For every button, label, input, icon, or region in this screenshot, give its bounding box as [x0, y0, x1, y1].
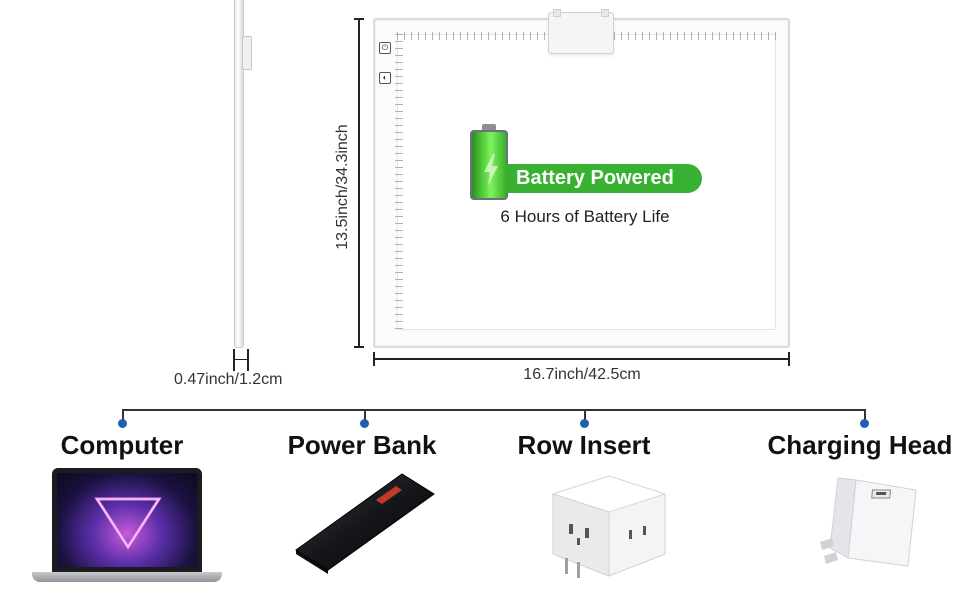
battery-life-text: 6 Hours of Battery Life: [500, 207, 670, 226]
battery-icon: [470, 124, 508, 200]
source-label-computer: Computer: [60, 430, 184, 460]
power-bank-icon: [295, 473, 435, 574]
connector-dot: [360, 419, 369, 428]
source-label-power-bank: Power Bank: [287, 430, 437, 460]
side-profile-view: [234, 0, 252, 348]
brightness-button-icon: ◐: [379, 72, 391, 84]
width-dimension-marker: [373, 352, 790, 366]
paper-clip: [548, 9, 614, 54]
source-label-charging-head: Charging Head: [767, 430, 953, 460]
battery-powered-badge: Battery Powered: [506, 164, 702, 193]
height-dimension-marker: [354, 18, 364, 348]
width-label: 16.7inch/42.5cm: [523, 366, 641, 383]
source-label-row-insert: Row Insert: [517, 430, 651, 460]
connector-dot: [580, 419, 589, 428]
thickness-label: 0.47inch/1.2cm: [174, 371, 283, 388]
thickness-dimension-marker: [233, 349, 249, 371]
side-edge: [234, 0, 244, 348]
side-clip: [242, 36, 252, 70]
lightning-bolt-icon: [484, 154, 498, 186]
power-button-icon: ⏻: [379, 42, 391, 54]
connector-dot: [860, 419, 869, 428]
charger-icon: [820, 477, 917, 567]
laptop-icon: [32, 468, 222, 586]
power-source-connector: [122, 409, 866, 411]
height-label: 13.5inch/34.3inch: [334, 124, 351, 250]
connector-dot: [118, 419, 127, 428]
left-ruler: [395, 34, 403, 330]
power-strip-icon: [551, 475, 667, 578]
